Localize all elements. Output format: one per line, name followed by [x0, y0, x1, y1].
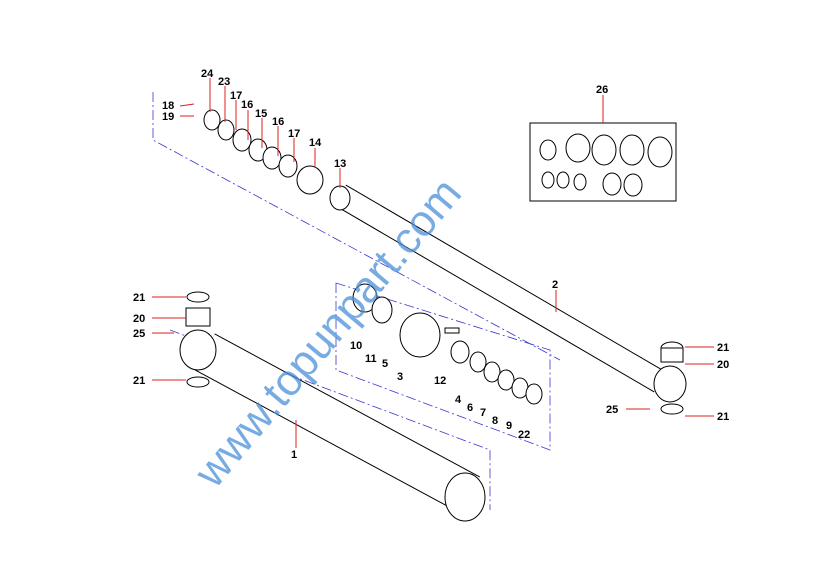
- callout-22: 22: [518, 429, 530, 441]
- callout-19: 19: [162, 111, 174, 123]
- callout-17: 17: [230, 90, 242, 102]
- callout-25: 25: [133, 328, 145, 340]
- rod-group-outline: [152, 92, 561, 361]
- leader-lines: [152, 78, 714, 448]
- rod-seal-parts: [203, 109, 351, 211]
- callout-21: 21: [717, 342, 729, 354]
- callout-3: 3: [397, 371, 403, 383]
- callout-25: 25: [606, 404, 618, 416]
- callout-21: 21: [717, 411, 729, 423]
- seal-kit-rings: [539, 133, 673, 197]
- callout-17: 17: [288, 128, 300, 140]
- callout-2: 2: [552, 279, 558, 291]
- callout-14: 14: [309, 137, 322, 149]
- barrel-end: [444, 472, 486, 522]
- callout-8: 8: [492, 415, 498, 427]
- callout-21: 21: [133, 292, 145, 304]
- callout-20: 20: [717, 359, 729, 371]
- gland-parts: [352, 283, 543, 405]
- callout-20: 20: [133, 313, 145, 325]
- callout-23: 23: [218, 76, 230, 88]
- callout-16: 16: [272, 116, 284, 128]
- callout-4: 4: [455, 394, 462, 406]
- callout-26: 26: [596, 84, 608, 96]
- callout-10: 10: [350, 340, 362, 352]
- gland-group-outline: [335, 282, 551, 451]
- callout-1: 1: [291, 449, 297, 461]
- callout-15: 15: [255, 108, 267, 120]
- callout-12: 12: [434, 375, 446, 387]
- callout-13: 13: [334, 158, 346, 170]
- callout-21: 21: [133, 375, 145, 387]
- callout-24: 24: [201, 68, 214, 80]
- callout-11: 11: [365, 353, 377, 365]
- rod-eye: [653, 365, 687, 403]
- callout-18: 18: [162, 100, 174, 112]
- callout-7: 7: [480, 407, 486, 419]
- callout-labels: 24 23 18 19 17 16 15 16 17 14 13 26 2 21…: [133, 68, 729, 461]
- barrel-eye: [179, 329, 217, 371]
- callout-5: 5: [382, 358, 388, 370]
- callout-6: 6: [467, 402, 473, 414]
- callout-16: 16: [241, 99, 253, 111]
- callout-9: 9: [506, 420, 512, 432]
